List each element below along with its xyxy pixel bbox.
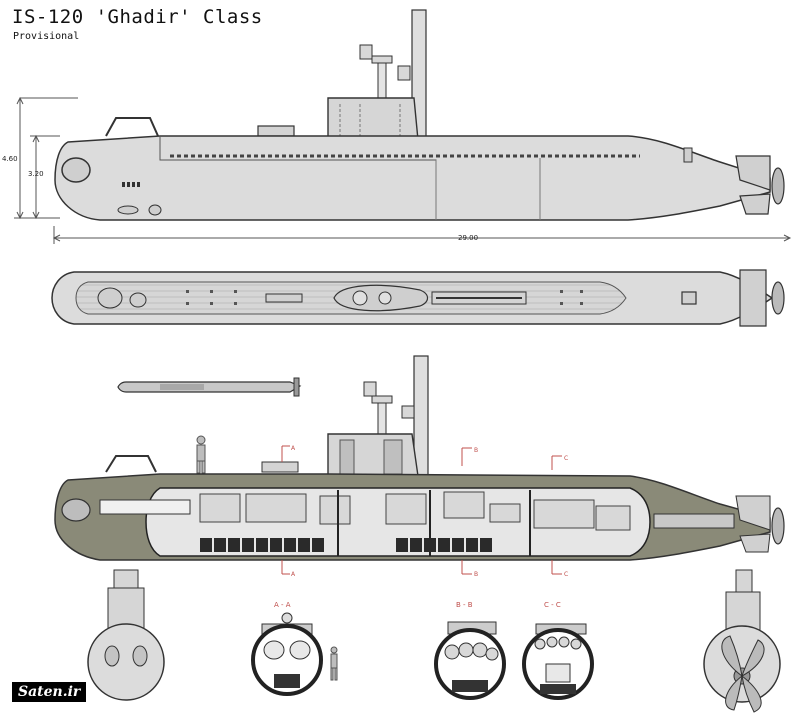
battery-banks [200, 538, 492, 552]
side-hull [54, 135, 771, 221]
length-dimension [52, 226, 792, 244]
section-marker-c-top: C [564, 455, 568, 462]
side-profile-view: 4.60 3.20 [2, 9, 792, 244]
top-plan-view [51, 269, 785, 327]
diagram-subtitle: Provisional [13, 31, 80, 42]
propeller-side [771, 167, 785, 205]
watermark-badge: Saten.ir [12, 682, 87, 702]
cutaway-section-view: A A B B C C [54, 355, 785, 578]
height-overall-label: 4.60 [2, 155, 18, 163]
section-label-bb: B - B [456, 601, 473, 609]
section-bb [434, 621, 506, 700]
hull-height-label: 3.20 [28, 170, 44, 178]
section-cc [522, 623, 594, 700]
stern-rear-view [703, 569, 781, 713]
crew-figure-scale [196, 435, 206, 474]
bow-front-view [87, 569, 165, 701]
height-dimension [14, 96, 78, 220]
section-marker-a-bottom: A [291, 571, 296, 578]
section-marker-b-top: B [474, 447, 478, 454]
section-label-cc: C - C [544, 601, 561, 609]
section-marker-a-top: A [291, 445, 296, 452]
torpedo [117, 377, 302, 397]
length-label: 29.00 [458, 234, 478, 242]
section-label-aa: A - A [274, 601, 291, 609]
section-marker-c-bottom: C [564, 571, 568, 578]
sail-fin [327, 97, 419, 141]
section-aa [251, 612, 338, 696]
section-marker-b-bottom: B [474, 571, 478, 578]
diagram-title: IS-120 'Ghadir' Class [12, 6, 263, 28]
